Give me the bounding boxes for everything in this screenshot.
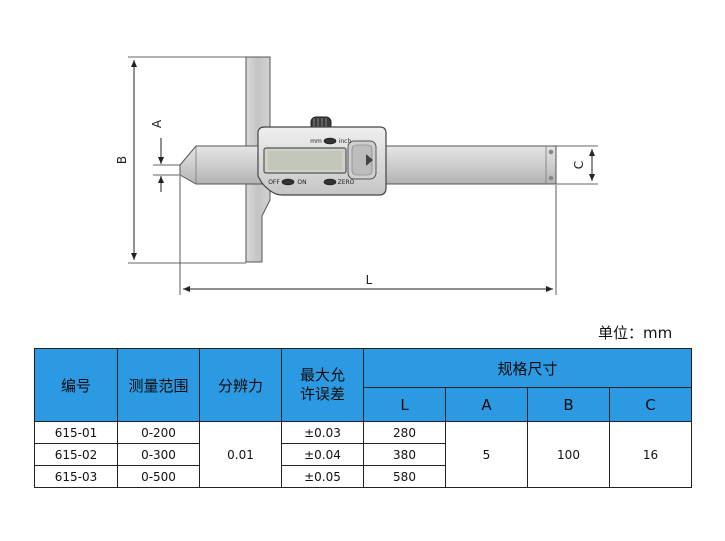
cell-code: 615-01: [34, 421, 118, 444]
mm-label: mm: [310, 138, 322, 145]
cell-resolution: 0.01: [199, 421, 282, 488]
header-resolution: 分辨力: [199, 348, 282, 422]
header-b: B: [527, 387, 610, 422]
depth-gauge-diagram: mm inch OFF ON ZERO B A C L: [115, 56, 598, 295]
cell-b: 100: [527, 421, 610, 488]
table-row: 615-02 0-300 ±0.04 380: [34, 443, 692, 466]
cell-code: 615-03: [34, 465, 118, 488]
table-row: 615-01 0-200 0.01 ±0.03 280 5 100 16: [34, 421, 693, 488]
cell-error: ±0.05: [281, 465, 364, 488]
dim-label-c: C: [572, 161, 586, 169]
unit-label: 单位：mm: [598, 324, 673, 342]
dim-label-b: B: [115, 156, 129, 164]
header-max-error-line1: 最大允: [299, 366, 345, 384]
header-code: 编号: [34, 348, 118, 422]
dim-label-l: L: [366, 273, 373, 287]
cell-l: 580: [363, 465, 446, 488]
dim-label-a: A: [150, 119, 164, 128]
screw-icon: [548, 175, 554, 181]
cell-range: 0-500: [117, 465, 200, 488]
header-a: A: [445, 387, 528, 422]
on-label: ON: [297, 179, 306, 186]
zero-label: ZERO: [338, 179, 355, 186]
spec-table: 编号 测量范围 分辨力 最大允 许误差 规格尺寸 L A B C 615-01 …: [34, 348, 693, 488]
mm-inch-button: [323, 137, 337, 145]
header-l: L: [363, 387, 446, 422]
cell-code: 615-02: [34, 443, 118, 466]
header-c: C: [608, 387, 693, 422]
header-max-error: 最大允 许误差: [281, 348, 364, 422]
cell-l: 380: [363, 443, 446, 466]
cell-range: 0-200: [117, 421, 200, 444]
cell-error: ±0.04: [281, 443, 364, 466]
cell-range: 0-300: [117, 443, 200, 466]
inch-label: inch: [339, 138, 352, 145]
zero-button: [323, 178, 337, 186]
cell-error: ±0.03: [281, 421, 364, 444]
header-spec-group: 规格尺寸: [362, 348, 693, 388]
arrow-right-icon: [366, 154, 373, 166]
off-label: OFF: [268, 179, 280, 186]
screw-icon: [548, 149, 554, 155]
on-off-button: [281, 178, 295, 186]
cell-a: 5: [445, 421, 528, 488]
cell-l: 280: [363, 421, 446, 444]
header-range: 测量范围: [117, 348, 200, 422]
header-max-error-line2: 许误差: [299, 385, 345, 403]
table-row: 615-03 0-500 ±0.05 580: [34, 465, 692, 488]
cell-c: 16: [608, 421, 693, 488]
